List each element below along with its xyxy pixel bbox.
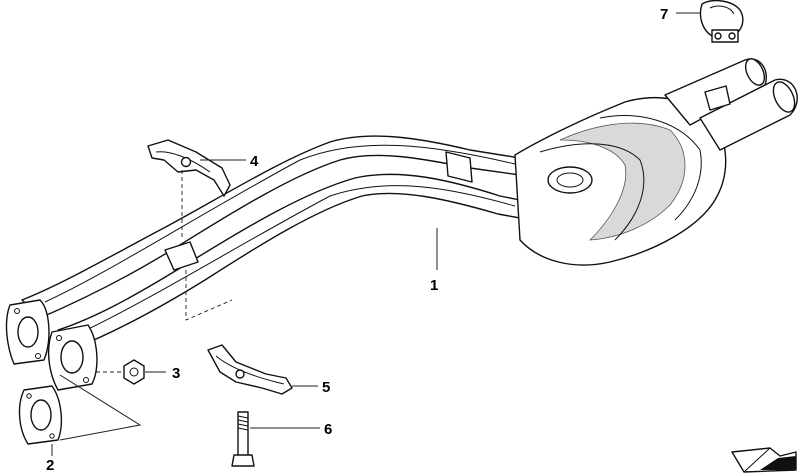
exhaust-clamp[interactable] (699, 0, 744, 43)
converter-heat-shield-emboss-inner (556, 172, 584, 188)
catalytic-converter-rib-3 (539, 143, 645, 241)
gasket-assembly-line-1 (59, 374, 142, 441)
lower-bracket-assembly-line (185, 270, 233, 321)
upper-bracket-stud (180, 156, 192, 168)
callout-1: 1 (430, 277, 438, 294)
front-pipe-assembly[interactable] (5, 56, 799, 391)
hex-nut-bore (129, 367, 139, 377)
flange-right-bolt-hole-2 (83, 377, 89, 383)
hex-nut-body (123, 359, 145, 385)
flange-right-bolt-hole-1 (56, 335, 62, 341)
upper-tube-highlight (44, 144, 516, 303)
flange-gasket[interactable] (18, 385, 63, 445)
callout-5: 5 (322, 379, 330, 396)
clamp-nut-right (728, 32, 736, 40)
clamp-band (699, 0, 744, 37)
lower-bracket-stud (235, 369, 245, 379)
outlet-tube-lower-end (772, 81, 796, 113)
outlet-bracket-tab (704, 85, 731, 111)
lower-tube-highlight (79, 185, 516, 334)
callout-2: 2 (46, 457, 54, 473)
converter-heat-shield-emboss (547, 166, 593, 194)
upper-hanger-bracket[interactable] (147, 139, 231, 197)
catalytic-converter-rib-2 (599, 115, 702, 221)
callout-3: 3 (172, 365, 180, 382)
clamp-nut-left (714, 32, 722, 40)
flange-left-bolt-hole-2 (35, 353, 41, 359)
upper-bracket-fold (155, 151, 211, 173)
catalytic-converter-rib-1 (559, 122, 686, 241)
corner-mark-fill (760, 456, 796, 470)
gasket-bolt-hole-1 (26, 393, 32, 399)
catalog-corner-mark (731, 447, 797, 473)
outlet-tube-upper-end (744, 58, 766, 86)
lower-hanger-bracket[interactable] (207, 344, 293, 395)
hex-nut[interactable] (123, 359, 145, 385)
outlet-tube-lower (699, 78, 798, 151)
callout-7: 7 (660, 6, 668, 23)
callout-6: 6 (324, 421, 332, 438)
gasket-bolt-hole-2 (49, 433, 55, 439)
bolt-thread (237, 415, 249, 431)
corner-mark-fold (743, 447, 771, 473)
pipe-lower-tab (164, 241, 199, 271)
upper-bracket-body (147, 139, 231, 197)
clamp-band-inner (709, 5, 735, 15)
gasket-bore (30, 399, 52, 431)
bolt-head (231, 454, 255, 467)
inlet-flange-left-bore (17, 316, 39, 348)
pipe-hanger-tab (445, 151, 473, 183)
hex-bolt[interactable] (231, 411, 255, 467)
flange-left-bolt-hole-1 (14, 308, 20, 314)
inlet-flange-right-bore (60, 340, 84, 374)
callout-4: 4 (250, 153, 259, 170)
bolt-shank (237, 411, 249, 457)
lower-bracket-body (207, 344, 293, 395)
